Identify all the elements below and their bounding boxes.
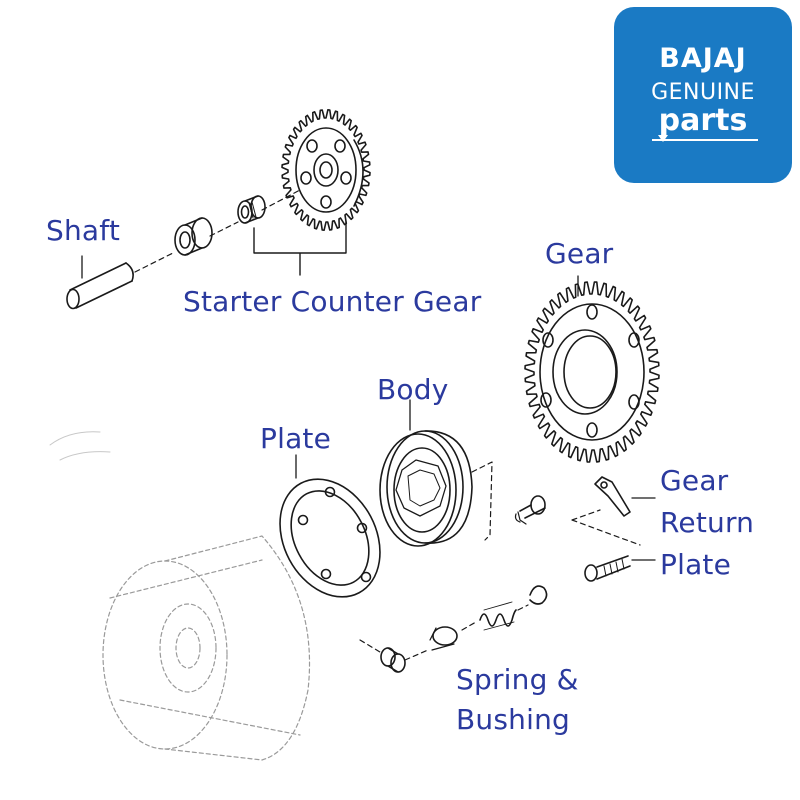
bushing-part: [380, 647, 406, 673]
starter-counter-gear-bracket: [253, 221, 347, 276]
label-spring-bushing: Spring & Bushing: [456, 663, 579, 736]
label-gear-return-plate: Gear Return Plate: [660, 464, 755, 581]
assembly-axis-top: [134, 189, 301, 273]
shaft-part: [66, 255, 134, 310]
needle-bearing-part: [237, 195, 266, 224]
screw-part: [584, 555, 656, 582]
assembly-guide-body: [471, 461, 493, 541]
roller-part: [429, 626, 458, 651]
label-starter-counter-gear: Starter Counter Gear: [183, 285, 482, 318]
gear-part: [524, 275, 660, 463]
assembly-axis-lower: [359, 604, 529, 661]
body-part: [379, 399, 473, 547]
plate-part: [279, 454, 381, 598]
clip-part: [529, 585, 548, 605]
logo-arrow-icon: [658, 135, 668, 142]
assembly-guide-return: [571, 509, 641, 546]
logo-underline: [652, 139, 758, 141]
collar-part: [174, 217, 213, 256]
label-gear: Gear: [545, 237, 614, 270]
label-body: Body: [377, 373, 449, 406]
starter-counter-gear-part: [281, 109, 371, 231]
label-plate: Plate: [260, 422, 332, 455]
label-shaft: Shaft: [46, 214, 121, 247]
bajaj-genuine-parts-logo: BAJAJ GENUINE parts: [614, 7, 792, 183]
faint-mark: [49, 431, 111, 461]
spring-part: [479, 601, 517, 631]
bolt-part: [514, 495, 546, 525]
logo-genuine-text: GENUINE: [651, 80, 755, 105]
flywheel-part: [102, 535, 311, 761]
logo-parts-text: parts: [658, 103, 748, 138]
logo-brand-text: BAJAJ: [659, 43, 747, 74]
gear-return-plate-part: [594, 476, 656, 517]
